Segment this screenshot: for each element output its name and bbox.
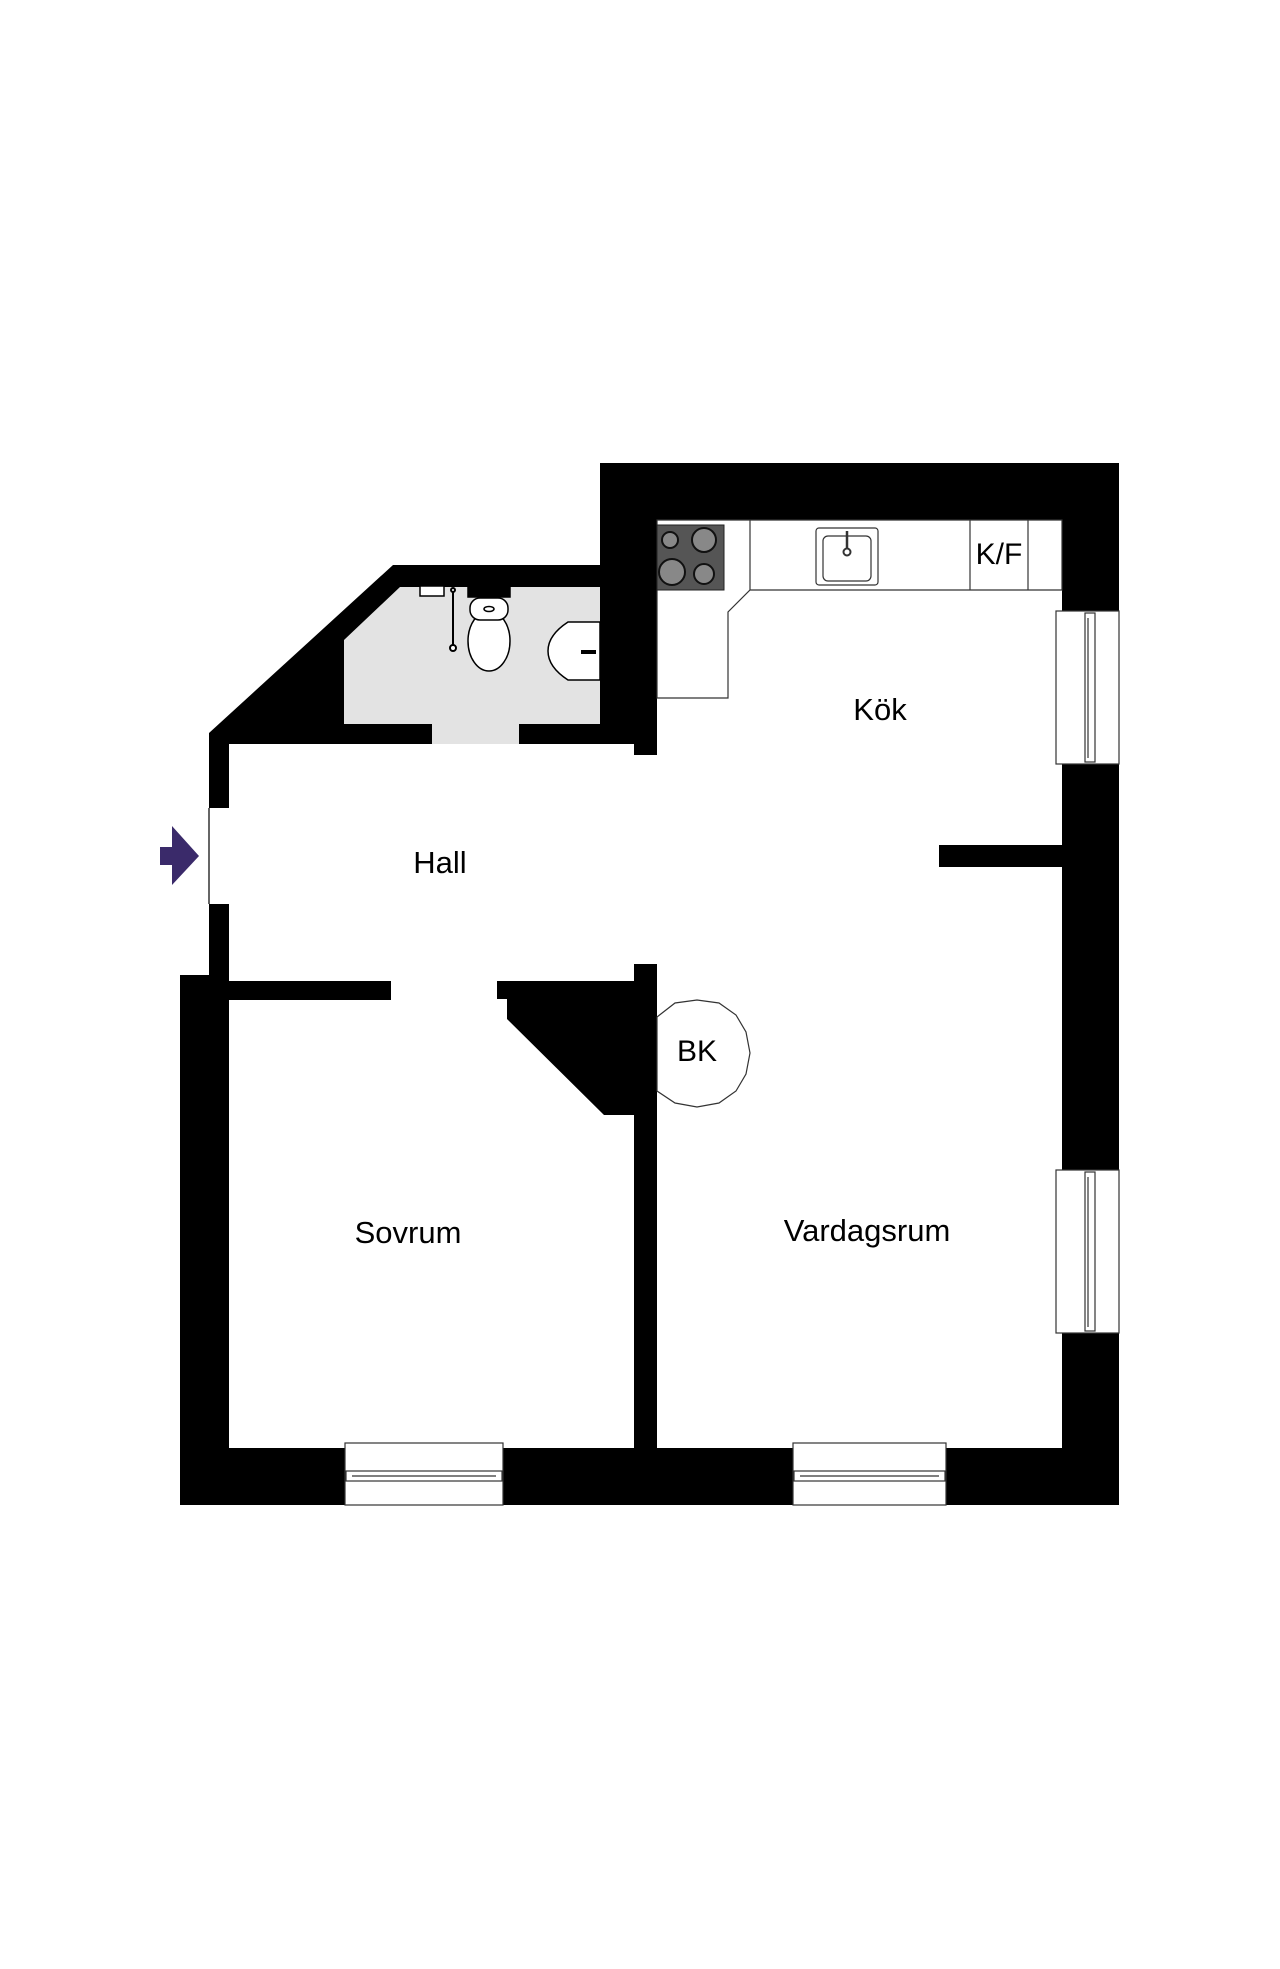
window-bedroom-bottom [344, 1442, 504, 1506]
room-label-vardagsrum: Vardagsrum [784, 1213, 951, 1248]
toilet-icon [467, 586, 511, 672]
shower-icon [419, 585, 457, 652]
stove-icon [656, 524, 725, 591]
window-living-bottom [792, 1442, 947, 1506]
fridge-freezer-label: K/F [976, 538, 1023, 571]
kitchen-counter [656, 519, 1063, 699]
wardrobe-circle [656, 999, 751, 1108]
washbasin-icon [547, 621, 601, 681]
bathroom-floor [344, 587, 600, 744]
kitchen-sink-icon [815, 527, 879, 586]
room-label-hall: Hall [413, 845, 466, 880]
wardrobe-label: BK [677, 1035, 717, 1068]
window-kitchen-right [1055, 610, 1120, 765]
window-living-right [1055, 1169, 1120, 1334]
walls [180, 463, 1119, 1505]
entrance-arrow-icon [160, 826, 199, 885]
room-label-sovrum: Sovrum [355, 1215, 462, 1250]
room-label-kok: Kök [853, 692, 907, 727]
